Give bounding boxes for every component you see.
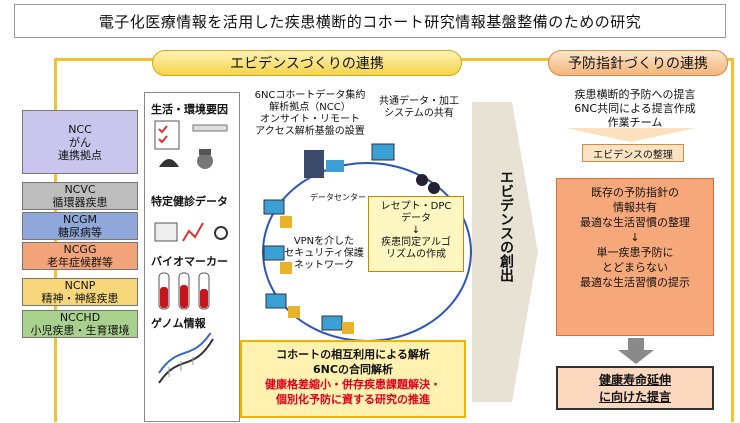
shared-line: 共通データ・加工: [379, 96, 459, 107]
computer-network-icons: [263, 143, 440, 334]
cohort-analysis-box: コホートの相互利用による解析 6NCの合同解析 健康格差縮小・併存疾患課題解決・…: [240, 340, 466, 418]
shared-line: システムの共有: [384, 108, 454, 119]
orange-line: 既存の予防指針の: [591, 186, 679, 199]
lifestyle-icons: [154, 120, 228, 169]
genome-label: ゲノム情報: [151, 317, 206, 330]
receipt-dpc-box: レセプト・DPC データ ↓ 疾患同定アルゴ リズムの作成: [368, 196, 464, 272]
healthy-life-proposal-box: 健康寿命延伸 に向けた提言: [556, 366, 714, 410]
org-desc: がん: [69, 135, 91, 149]
evidence-creation-label: エビデンスの創出: [498, 170, 514, 282]
proposal-line: 6NC共同による提言作成: [574, 102, 696, 115]
cohort-line: 健康格差縮小・併存疾患課題解決・: [265, 378, 441, 391]
org-ncnp: NCNP 精神・神経疾患: [22, 278, 138, 306]
org-ncgm: NCGM 糖尿病等: [22, 212, 138, 240]
org-desc: 循環器疾患: [52, 196, 108, 209]
center-line: アクセス解析基盤の設置: [255, 126, 365, 137]
biomarker-label: バイオマーカー: [151, 255, 228, 268]
final-line: 健康寿命延伸: [598, 373, 671, 387]
receipt-line: 疾患同定アルゴ: [381, 237, 451, 248]
vpn-line: VPNを介した: [293, 236, 355, 247]
receipt-line: リズムの作成: [386, 249, 446, 260]
center-line: 6NCコホートデータ集約: [254, 90, 366, 101]
orange-line: 情報共有: [613, 201, 657, 214]
org-ncgg: NCGG 老年症候群等: [22, 242, 138, 270]
evidence-collab-header: エビデンスづくりの連携: [152, 50, 462, 76]
orange-line: 単一疾患予防に: [596, 246, 674, 259]
center-line: 解析拠点（NCC）: [269, 102, 351, 113]
evidence-organize-box: エビデンスの整理: [582, 144, 684, 162]
checkup-label: 特定健診データ: [151, 195, 228, 208]
org-name: NCGM: [63, 213, 97, 226]
org-desc: 連携拠点: [58, 148, 102, 162]
receipt-line: データ: [401, 213, 431, 224]
cohort-line: 個別化予防に資する研究の推進: [276, 393, 430, 406]
down-arrow: ↓: [411, 225, 421, 236]
blood-tube-icons: [158, 272, 210, 310]
orange-line: とどまらない: [602, 261, 668, 274]
org-name: NCC: [68, 122, 92, 136]
org-ncchd: NCCHD 小児疾患・生育環境: [22, 310, 138, 338]
prevention-collab-header: 予防指針づくりの連携: [548, 50, 728, 76]
dna-icon: [158, 333, 214, 384]
org-name: NCCHD: [59, 311, 101, 324]
shared-system-text: 共通データ・加工 システムの共有: [374, 96, 464, 120]
lifestyle-label: 生活・環境要因: [151, 103, 228, 116]
org-desc: 老年症候群等: [47, 256, 113, 269]
page-title: 電子化医療情報を活用した疾患横断的コホート研究情報基盤整備のための研究: [14, 4, 726, 38]
datacenter-label: データセンター: [310, 193, 366, 202]
org-desc: 精神・神経疾患: [41, 292, 119, 305]
org-name: NCVC: [64, 183, 96, 196]
data-factors-panel: 生活・環境要因 特定健診データ バイオマーカー ゲノム情報: [144, 92, 240, 422]
down-arrow-shape: [566, 128, 696, 142]
lifestyle-proposal-box: 既存の予防指針の 情報共有 最適な生活習慣の整理 ↓ 単一疾患予防に とどまらな…: [556, 178, 714, 336]
cohort-line: 6NCの合同解析: [313, 363, 393, 376]
org-name: NCGG: [63, 243, 97, 256]
org-ncc: NCC がん 連携拠点: [22, 110, 138, 174]
receipt-line: レセプト・DPC: [380, 201, 452, 212]
vpn-line: ネットワーク: [294, 260, 354, 271]
final-line: に向けた提言: [598, 390, 671, 404]
orange-line: 最適な生活習慣の提示: [580, 276, 690, 289]
cohort-line: コホートの相互利用による解析: [276, 348, 430, 361]
orange-arrow: ↓: [630, 231, 640, 244]
org-desc: 糖尿病等: [58, 226, 102, 239]
checkup-icons: [154, 222, 228, 242]
vpn-line: セキュリティ保護: [284, 248, 364, 259]
center-line: オンサイト・リモート: [260, 114, 360, 125]
evidence-creation-arrow: [472, 102, 538, 402]
org-desc: 小児疾患・生育環境: [30, 324, 130, 337]
proposal-line: 作業チーム: [607, 116, 663, 129]
gray-down-arrow: [618, 338, 654, 364]
center-text: 6NCコホートデータ集約 解析拠点（NCC） オンサイト・リモート アクセス解析…: [250, 90, 370, 138]
orange-line: 最適な生活習慣の整理: [580, 216, 690, 229]
org-ncvc: NCVC 循環器疾患: [22, 182, 138, 210]
vpn-text: VPNを介した セキュリティ保護 ネットワーク: [284, 236, 364, 272]
org-name: NCNP: [64, 279, 96, 292]
proposal-line: 疾患横断的予防への提言: [574, 88, 696, 101]
proposal-team-text: 疾患横断的予防への提言 6NC共同による提言作成 作業チーム: [560, 88, 710, 130]
